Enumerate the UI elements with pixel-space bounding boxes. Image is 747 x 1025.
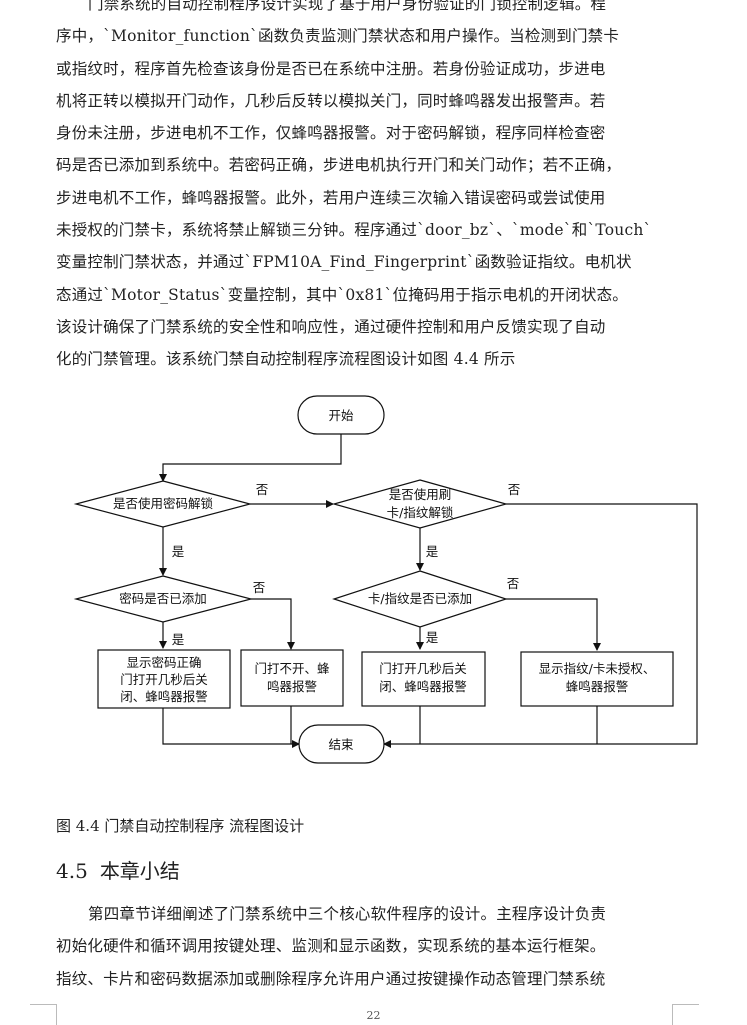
text-line: 机将正转以模拟开门动作，几秒后反转以模拟关门，同时蜂鸣器发出报警声。若: [56, 91, 606, 110]
decision-label: 卡/指纹解锁: [387, 505, 454, 520]
box-text: 显示指纹/卡未授权、: [539, 661, 656, 676]
text-line: 门禁系统的自动控制程序设计实现了基于用户身份验证的门锁控制逻辑。程: [88, 0, 607, 13]
page-number: 22: [366, 1009, 381, 1022]
text-line: 或指纹时，程序首先检查该身份是否已在系统中注册。若身份验证成功，步进电: [56, 59, 606, 78]
body-paragraph-intro: 门禁系统的自动控制程序设计实现了基于用户身份验证的门锁控制逻辑。程 序中，`Mo…: [56, 0, 696, 376]
box-text: 门打不开、蜂: [254, 661, 330, 676]
box-text: 显示密码正确: [126, 655, 201, 670]
flowchart-diagram: 开始 是否使用密码解锁 是否使用刷 卡/指纹解锁 密码是否已添加 卡/指纹是否已…: [73, 395, 698, 764]
text-line: 未授权的门禁卡，系统将禁止解锁三分钟。程序通过`door_bz`、`mode`和…: [56, 221, 652, 240]
connector: [159, 434, 342, 482]
text-line: 第四章节详细阐述了门禁系统中三个核心软件程序的设计。主程序设计负责: [88, 905, 607, 923]
decision-label: 密码是否已添加: [119, 591, 207, 606]
box-text: 门打开几秒后关: [379, 661, 467, 676]
section-heading: 4.5 本章小结: [56, 855, 180, 884]
connector: [162, 708, 300, 748]
yes-label: 是: [172, 632, 185, 647]
decision-label: 卡/指纹是否已添加: [368, 591, 472, 606]
section-number: 4.5: [56, 859, 88, 883]
yes-label: 是: [426, 544, 439, 559]
box-password-correct: [97, 649, 231, 709]
yes-label: 是: [172, 544, 185, 559]
no-label: 否: [256, 482, 269, 497]
box-text: 闭、蜂鸣器报警: [379, 679, 467, 694]
box-password-fail: [240, 649, 344, 707]
text-line: 初始化硬件和循环调用按键处理、监测和显示函数，实现系统的基本运行框架。: [56, 937, 606, 956]
text-line: 变量控制门禁状态，并通过`FPM10A_Find_Fingerprint`函数验…: [56, 253, 632, 272]
page-corner-mark: [30, 1004, 57, 1025]
box-text: 闭、蜂鸣器报警: [120, 689, 208, 704]
end-terminal-shape: [298, 724, 385, 764]
decision-label: 是否使用密码解锁: [113, 496, 214, 511]
text-line: 步进电机不工作，蜂鸣器报警。此外，若用户连续三次输入错误密码或尝试使用: [56, 188, 606, 207]
text-line: 态通过`Motor_Status`变量控制，其中`0x81`位掩码用于指示电机的…: [56, 285, 629, 304]
end-label: 结束: [328, 737, 354, 752]
text-line: 化的门禁管理。该系统门禁自动控制程序流程图设计如图 4.4 所示: [56, 350, 516, 369]
no-label: 否: [253, 580, 266, 595]
figure-caption: 图 4.4 门禁自动控制程序 流程图设计: [56, 817, 305, 835]
text-line: 指纹、卡片和密码数据添加或删除程序允许用户通过按键操作动态管理门禁系统: [56, 969, 606, 988]
box-text: 蜂鸣器报警: [566, 679, 629, 694]
section-title: 本章小结: [99, 859, 180, 883]
body-paragraph-summary: 第四章节详细阐述了门禁系统中三个核心软件程序的设计。主程序设计负责 初始化硬件和…: [56, 898, 696, 995]
box-text: 鸣器报警: [267, 679, 317, 694]
text-line: 该设计确保了门禁系统的安全性和响应性，通过硬件控制和用户反馈实现了自动: [56, 317, 606, 336]
connector: [251, 598, 295, 650]
box-text: 门打开几秒后关: [120, 672, 208, 687]
start-label: 开始: [328, 408, 354, 423]
connector: [383, 503, 698, 748]
text-line: 身份未注册，步进电机不工作，仅蜂鸣器报警。对于密码解锁，程序同样检查密: [56, 124, 606, 143]
connector: [506, 598, 601, 651]
box-card-fail: [520, 651, 674, 707]
yes-label: 是: [426, 630, 439, 645]
no-label: 否: [508, 482, 521, 497]
page-corner-mark: [672, 1004, 699, 1025]
text-line: 序中，`Monitor_function`函数负责监测门禁状态和用户操作。当检测…: [56, 27, 620, 46]
box-card-ok: [361, 651, 486, 707]
no-label: 否: [507, 576, 520, 591]
decision-label: 是否使用刷: [389, 487, 452, 502]
text-line: 码是否已添加到系统中。若密码正确，步进电机执行开门和关门动作；若不正确，: [56, 156, 622, 175]
